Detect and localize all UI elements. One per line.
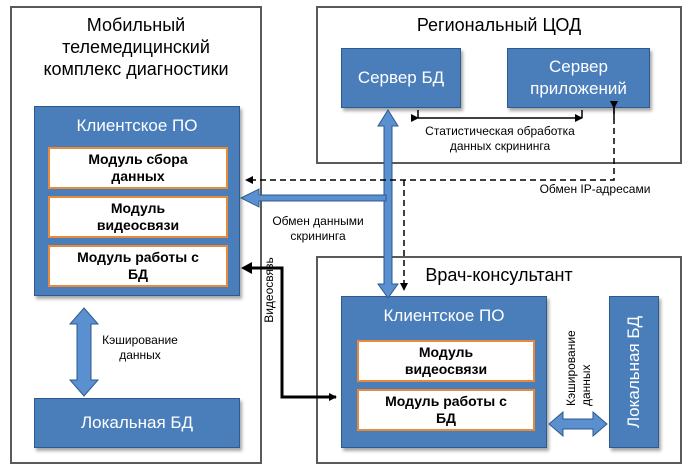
stats-line1: Статистическая обработка: [425, 124, 575, 138]
mobile-caching-line2: данных: [119, 348, 161, 362]
db-server: Сервер БД: [341, 48, 461, 108]
stats-processing-label: Статистическая обработка данных скрининг…: [412, 124, 588, 154]
doctor-module-db-line2: БД: [435, 410, 457, 426]
mobile-module-data-line2: данных: [111, 168, 165, 184]
mobile-local-db-label: Локальная БД: [80, 413, 194, 432]
stats-line2: данных скрининга: [449, 139, 551, 153]
doctor-caching-arrow: [548, 410, 608, 438]
regional-dc-title: Региональный ЦОД: [416, 15, 582, 35]
doctor-caching-label: Кэширование данных: [564, 296, 594, 406]
mobile-module-video-line1: Модуль: [110, 200, 166, 216]
ip-exchange-line: [245, 108, 615, 184]
screening-exchange-label: Обмен данными скрининга: [262, 214, 374, 244]
doctor-caching-line2: данных: [579, 364, 593, 406]
mobile-module-video-line2: видеосвязи: [96, 217, 180, 233]
mobile-title-line1: Мобильный: [86, 15, 186, 35]
app-server-line2: приложений: [530, 79, 627, 98]
mobile-complex-title: Мобильный телемедицинский комплекс диагн…: [12, 14, 260, 80]
mobile-caching-arrow: [68, 307, 100, 397]
video-link-arrowhead-left: [241, 262, 252, 274]
doctor-title: Врач-консультант: [425, 265, 573, 285]
screening-exchange-line1: Обмен данными: [272, 214, 364, 228]
doctor-caching-line1: Кэширование: [564, 330, 578, 406]
mobile-title-line3: комплекс диагностики: [43, 59, 229, 79]
mobile-module-db-line2: БД: [127, 266, 149, 282]
app-server-line1: Сервер: [549, 57, 608, 76]
mobile-caching-label: Кэширование данных: [98, 333, 182, 363]
mobile-caching-line1: Кэширование: [102, 333, 178, 347]
mobile-local-db: Локальная БД: [34, 398, 240, 448]
video-link-label: Видеосвязь: [262, 257, 276, 323]
doctor-client-software-title: Клиентское ПО: [383, 306, 505, 325]
screening-exchange-line2: скрининга: [290, 229, 346, 243]
mobile-client-software-title: Клиентское ПО: [76, 116, 198, 135]
app-server: Сервер приложений: [507, 48, 650, 108]
screening-exchange-arrow: [239, 188, 387, 208]
mobile-title-line2: телемедицинский: [62, 37, 210, 57]
doctor-local-db: Локальная БД: [609, 296, 659, 448]
db-server-label: Сервер БД: [357, 68, 445, 87]
doctor-module-video-line2: видеосвязи: [404, 361, 488, 377]
db-server-doctor-arrow: [377, 109, 399, 299]
video-link-line: [248, 266, 337, 401]
ip-exchange-label: Обмен IP-адресами: [539, 182, 651, 196]
mobile-module-db-line1: Модуль работы с: [77, 249, 199, 265]
doctor-module-db-line1: Модуль работы с: [385, 393, 507, 409]
doctor-module-video-line1: Модуль: [418, 344, 474, 360]
mobile-module-data-line1: Модуль сбора: [88, 151, 188, 167]
